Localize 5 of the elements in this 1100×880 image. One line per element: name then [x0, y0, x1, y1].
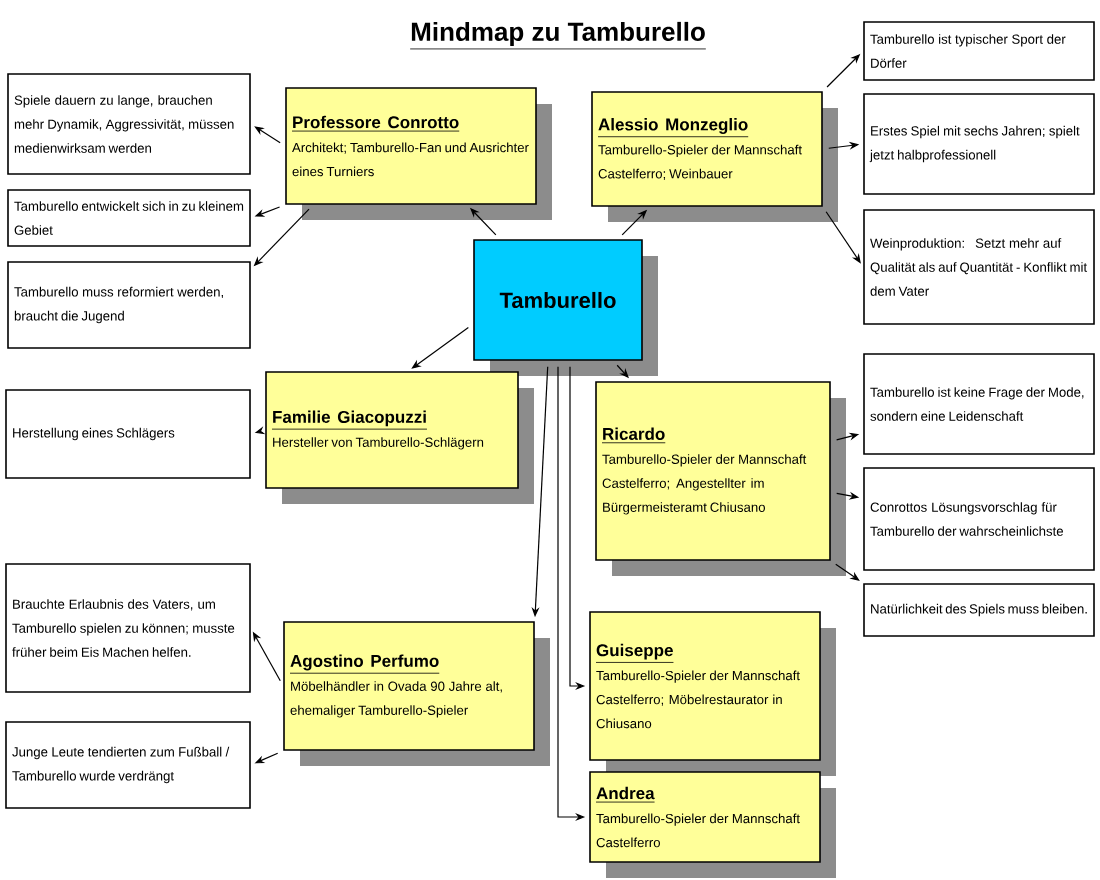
title: Mindmap zu Tamburello: [409, 21, 707, 50]
arrow: [254, 126, 281, 144]
arrow: [835, 563, 860, 581]
topic-box: Tamburello: [473, 239, 658, 376]
arrow: [411, 326, 469, 369]
